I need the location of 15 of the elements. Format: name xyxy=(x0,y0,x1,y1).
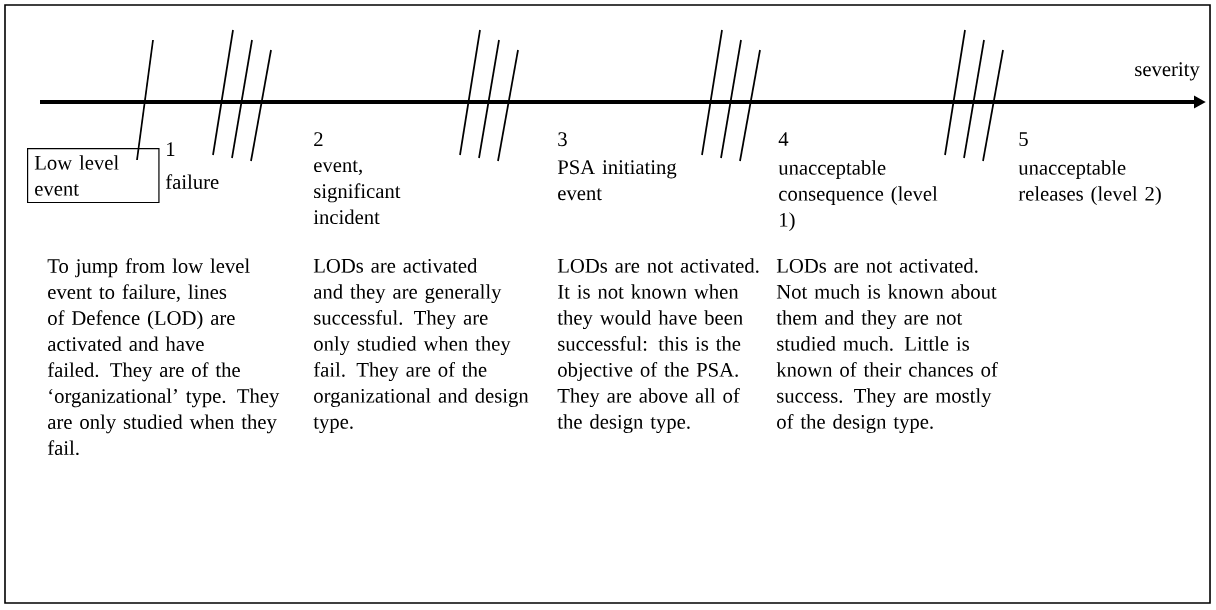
description-text: To jump from low level event to failure, lines of Defence (LOD) are activated and have failed. They are of the ‘organizational’ type. They are only studied when they fail. xyxy=(47,258,280,456)
axis-label: severity xyxy=(1135,62,1200,81)
level-number: 3 xyxy=(558,132,567,147)
level-number: 2 xyxy=(314,132,323,146)
description-text: LODs are activated and they are generally successful. They are only studied when they fail. They are of the organizational and design type. xyxy=(313,258,529,434)
event-box: Low level event xyxy=(27,148,160,204)
level-label: unacceptable releases (level 2) xyxy=(1018,160,1161,205)
description-text: LODs are not activated. Not much is known about them and they are not studied much. Little is known of their chances of success. They are mostly of the design type. xyxy=(776,258,998,434)
level-number: 1 xyxy=(167,142,175,156)
level-label: unacceptable consequence (level 1) xyxy=(778,160,938,231)
level-number: 5 xyxy=(1019,132,1028,146)
description-text: LODs are not activated. It is not known when they would have been successful: this is the objective of the PSA. They are above all of the design type. xyxy=(557,258,759,434)
level-label: PSA initiating event xyxy=(557,160,677,201)
level-label: event, significant incident xyxy=(313,160,401,225)
level-number: 4 xyxy=(778,132,789,146)
